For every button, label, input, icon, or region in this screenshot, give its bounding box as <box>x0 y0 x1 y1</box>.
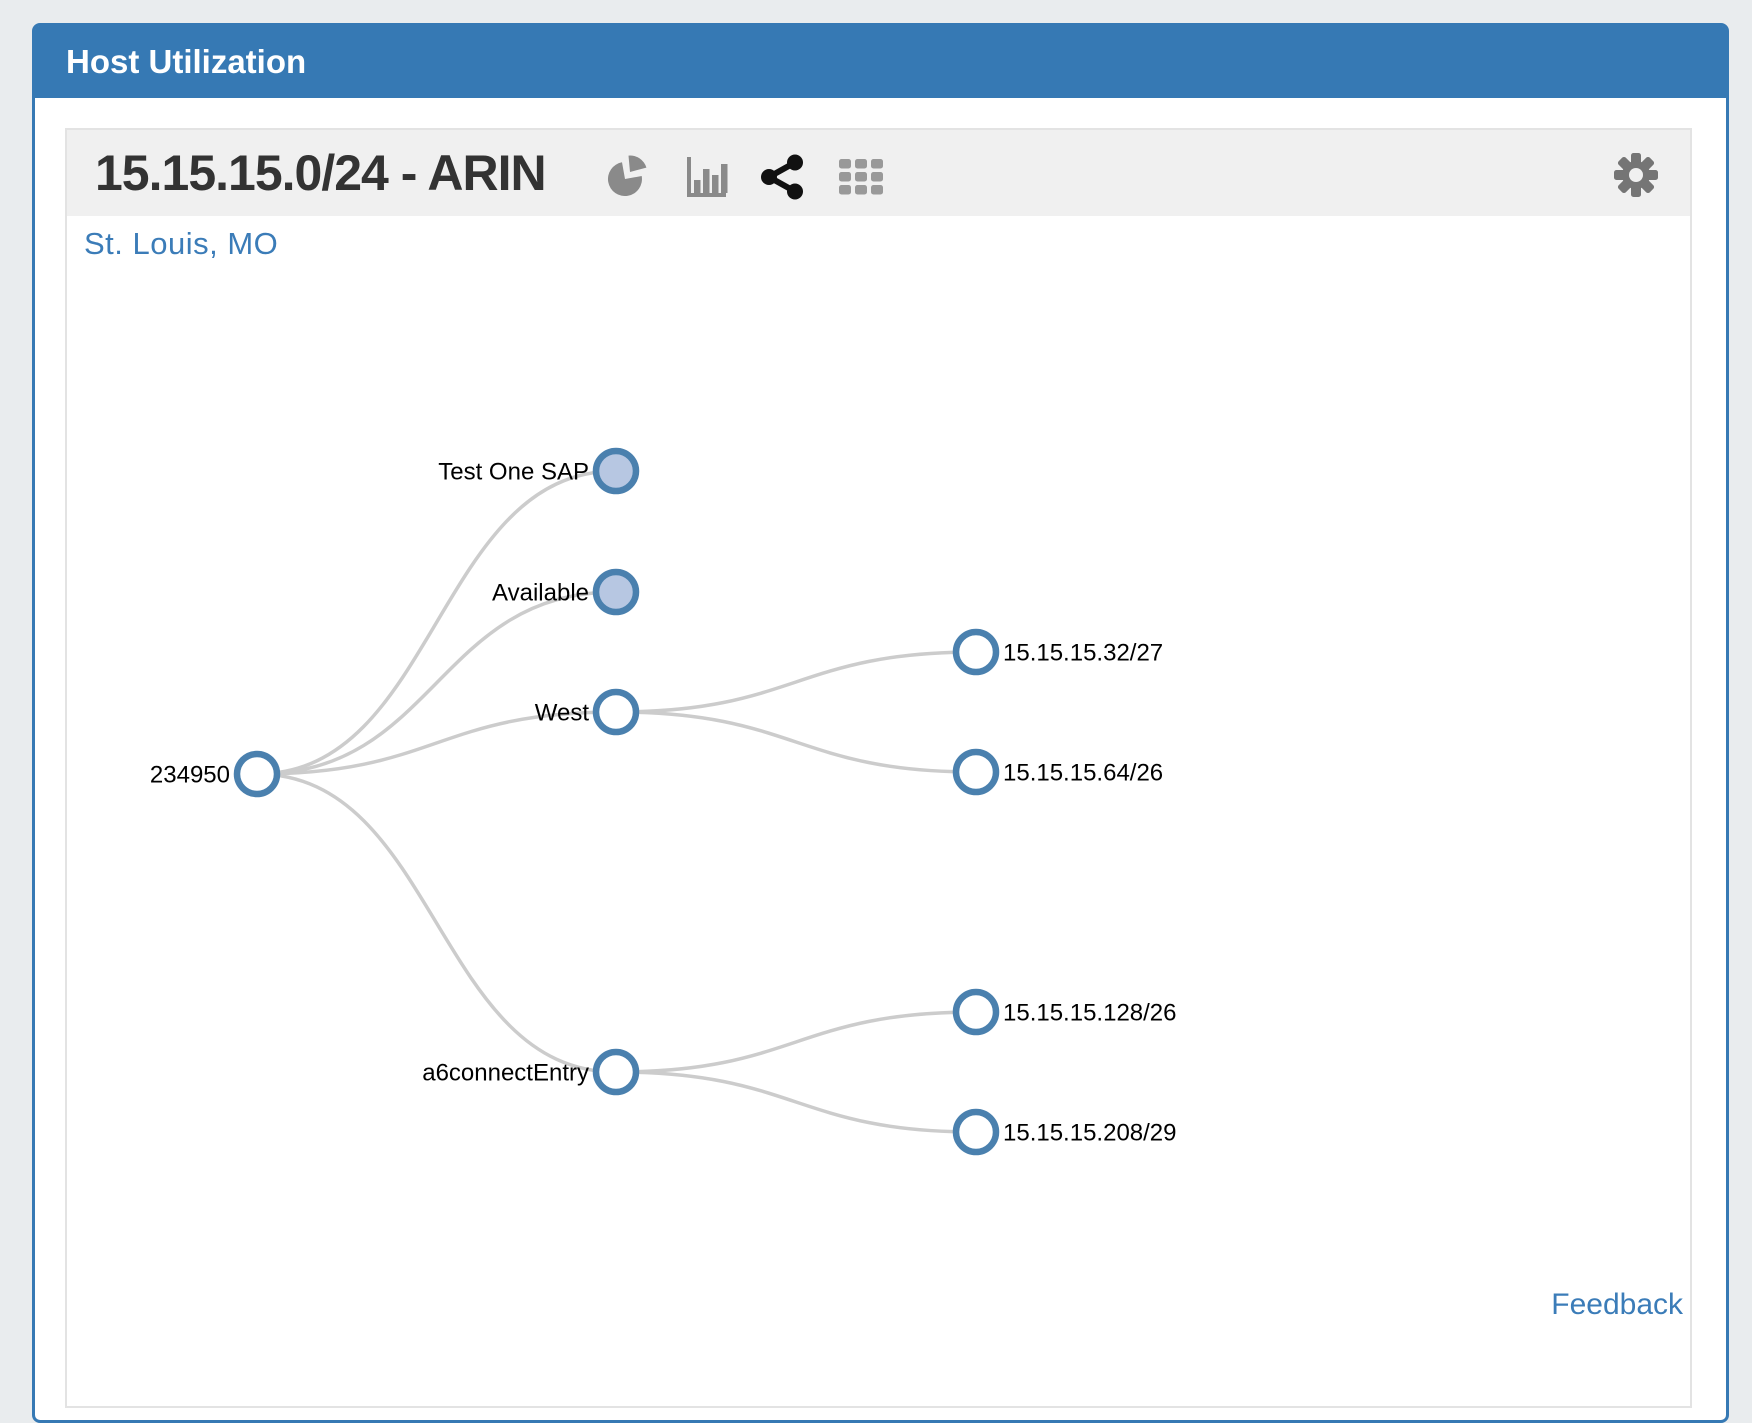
host-utilization-panel: Host Utilization 15.15.15.0/24 - ARIN <box>32 23 1729 1423</box>
tree-node-a6connect-entry[interactable] <box>592 1048 640 1096</box>
tree-node-subnet-208-29[interactable] <box>952 1108 1000 1156</box>
tree-node-test-one-sap[interactable] <box>592 447 640 495</box>
tree-node-root[interactable] <box>233 750 281 798</box>
widget-toolbar: 15.15.15.0/24 - ARIN <box>67 130 1690 216</box>
bar-chart-icon[interactable] <box>682 154 728 200</box>
view-switcher <box>604 154 884 200</box>
subnet-title: 15.15.15.0/24 - ARIN <box>95 145 547 201</box>
tree-node-available[interactable] <box>592 568 640 616</box>
subnet-widget: 15.15.15.0/24 - ARIN <box>65 128 1692 1408</box>
share-icon[interactable] <box>760 154 806 200</box>
location-row: St. Louis, MO <box>67 216 1690 262</box>
panel-title: Host Utilization <box>35 26 1726 98</box>
gear-icon[interactable] <box>1612 151 1660 199</box>
feedback-link[interactable]: Feedback <box>1551 1288 1683 1321</box>
tree-node-west[interactable] <box>592 688 640 736</box>
tree-node-subnet-128-26[interactable] <box>952 988 1000 1036</box>
tree-node-subnet-32-27[interactable] <box>952 628 1000 676</box>
pie-chart-icon[interactable] <box>604 154 650 200</box>
location-link[interactable]: St. Louis, MO <box>84 226 279 261</box>
panel-body: 15.15.15.0/24 - ARIN <box>35 98 1726 1408</box>
tree-node-subnet-64-26[interactable] <box>952 748 1000 796</box>
grid-icon[interactable] <box>838 157 884 197</box>
